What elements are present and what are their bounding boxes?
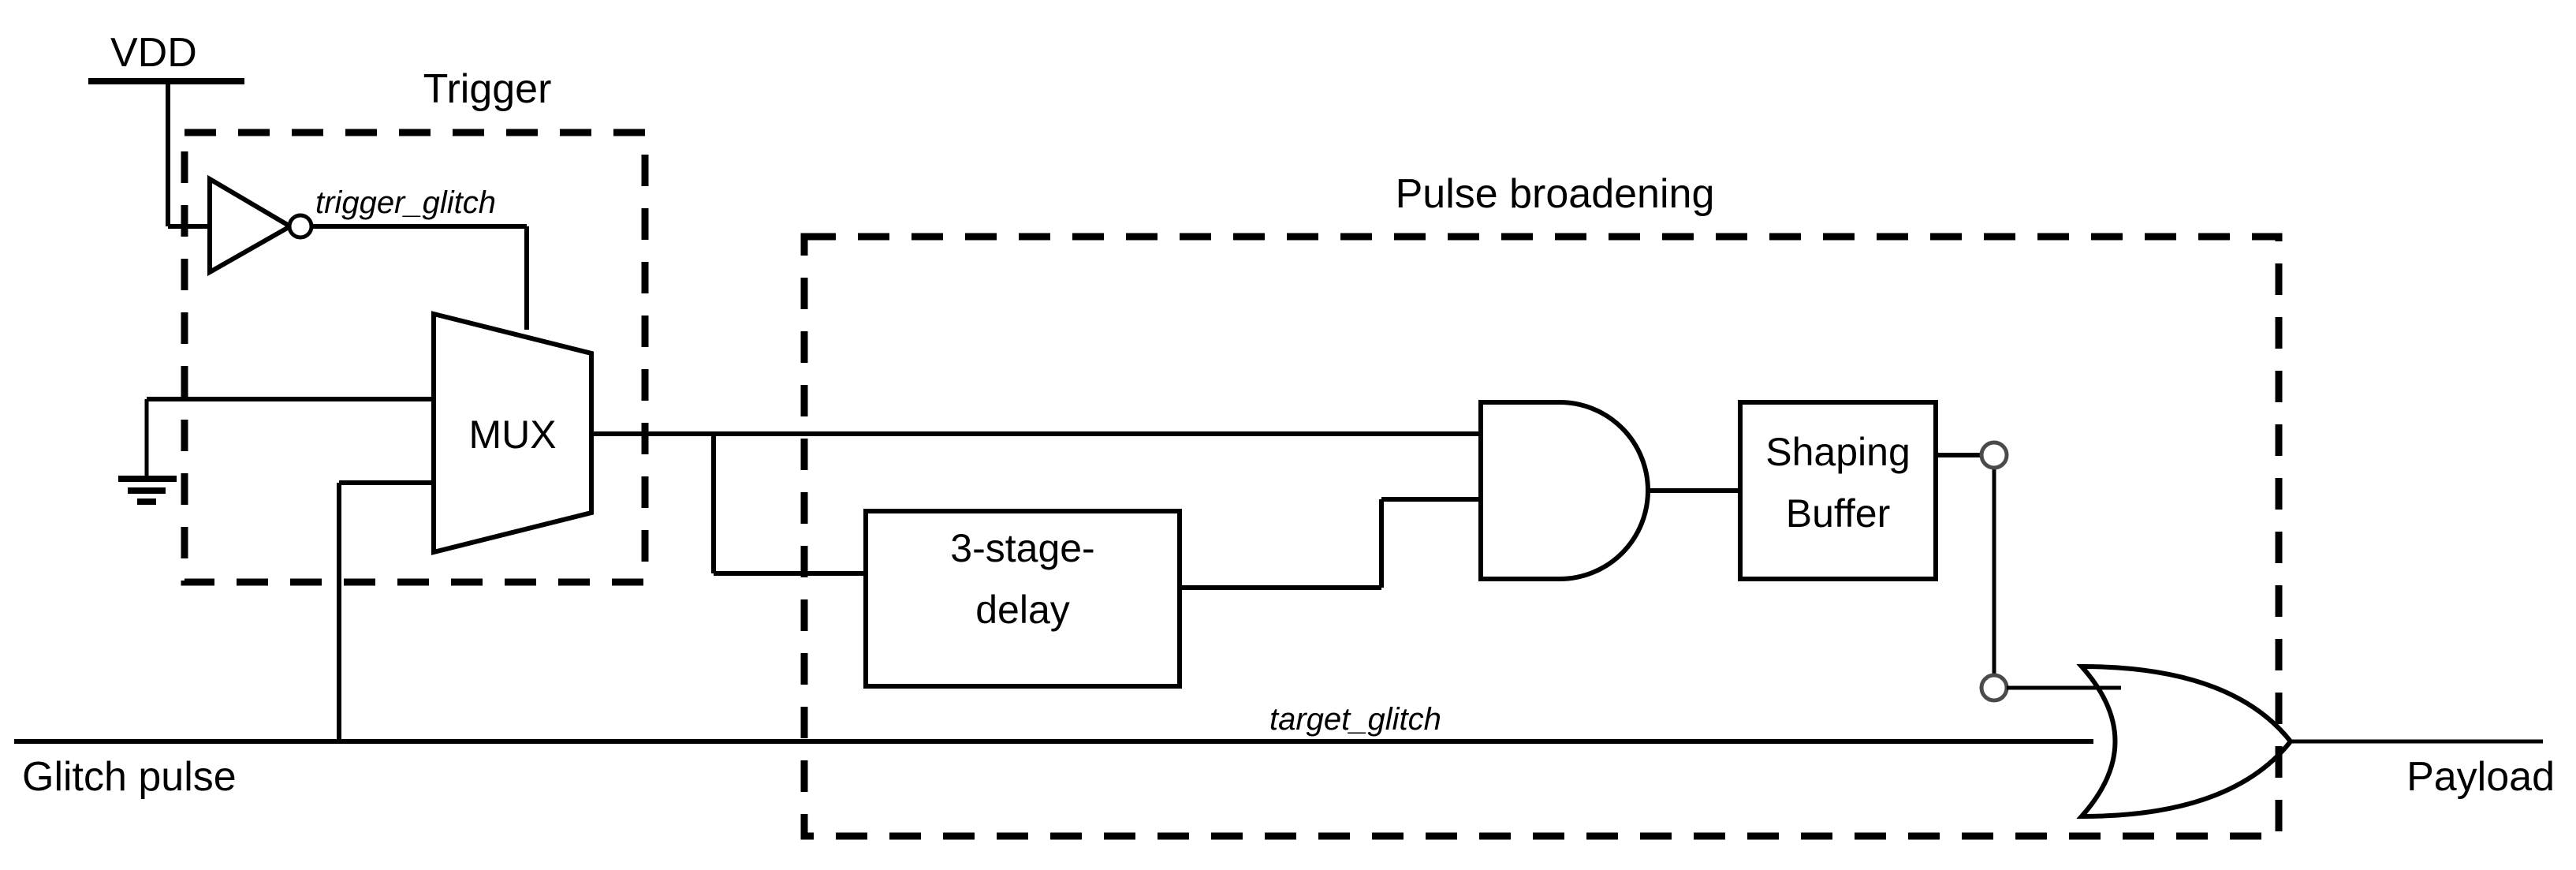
delay-block: 3-stage- delay [863, 497, 1482, 689]
mux-trapezoid [431, 311, 594, 555]
mux-fanout-wires [711, 431, 1482, 576]
delay-box [863, 509, 1182, 689]
vdd-label: VDD [110, 30, 197, 76]
inverter-triangle [207, 174, 295, 277]
shaping-buffer-label-line1: Shaping [1765, 430, 1911, 474]
pulse-broadening-group-box [800, 233, 2283, 840]
trigger-group-label: Trigger [423, 66, 552, 112]
trigger-glitch-net-label: trigger_glitch [315, 185, 496, 220]
trigger-group-box [181, 129, 649, 586]
delay-label-line1: 3-stage- [950, 526, 1094, 570]
glitch-pulse-input-label: Glitch pulse [22, 754, 237, 800]
inverter-gate [207, 174, 529, 330]
shaping-buffer-label-line2: Buffer [1786, 491, 1891, 536]
target-glitch-net-label: target_glitch [1269, 702, 1441, 737]
shaping-buffer-box [1738, 400, 1938, 581]
ground-symbol [118, 397, 435, 505]
inverter-bubble-icon [287, 213, 314, 240]
and-gate-body [1478, 400, 1650, 581]
vdd-rail-group [88, 78, 244, 229]
or-gate-body [2076, 663, 2294, 820]
and-gate [1478, 400, 1740, 581]
connection-node-top-icon [1979, 440, 2009, 470]
payload-output-label: Payload [2406, 754, 2555, 800]
or-gate [2076, 663, 2543, 820]
connection-node-bottom-icon [1979, 673, 2009, 703]
delay-label-line2: delay [975, 588, 1070, 632]
mux-block: MUX [337, 311, 714, 741]
shaping-buffer-block: Shaping Buffer [1738, 400, 1983, 581]
connection-nodes-group [1979, 440, 2121, 703]
pulse-broadening-group-label: Pulse broadening [1396, 171, 1715, 217]
mux-label: MUX [468, 413, 556, 457]
